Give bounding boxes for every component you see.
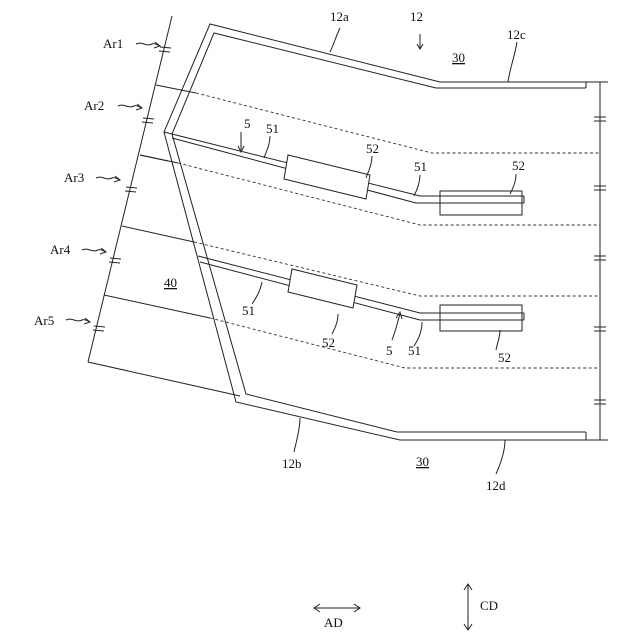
label-12d: 12d	[486, 478, 506, 493]
left-boundary	[88, 16, 172, 362]
label-51-lower-a: 51	[242, 303, 255, 318]
label-30-top: 30	[452, 50, 465, 65]
label-12a: 12a	[330, 9, 349, 24]
label-52-upper-a: 52	[366, 141, 379, 156]
label-52-lower-a: 52	[322, 335, 335, 350]
label-12: 12	[410, 9, 423, 24]
label-ar4: Ar4	[50, 242, 71, 257]
label-ar5: Ar5	[34, 313, 54, 328]
lower-pad-52-b	[440, 305, 522, 331]
label-cd: CD	[480, 598, 498, 613]
label-ar2: Ar2	[84, 98, 104, 113]
cd-direction-arrow	[464, 584, 472, 630]
label-51-lower-b: 51	[408, 343, 421, 358]
label-52-upper-b: 52	[512, 158, 525, 173]
housing-12	[164, 24, 586, 440]
break-marks-left	[93, 47, 171, 331]
label-12c: 12c	[507, 27, 526, 42]
label-5-lower: 5	[386, 343, 393, 358]
label-51-upper-b: 51	[414, 159, 427, 174]
label-12b: 12b	[282, 456, 302, 471]
label-30-bottom: 30	[416, 454, 429, 469]
lower-member-5	[198, 256, 524, 331]
right-boundary	[586, 82, 608, 440]
upper-pad-52-a	[284, 155, 370, 199]
label-ar3: Ar3	[64, 170, 84, 185]
label-40: 40	[164, 275, 177, 290]
label-ar1: Ar1	[103, 36, 123, 51]
label-ad: AD	[324, 615, 343, 630]
label-51-upper-a: 51	[266, 121, 279, 136]
ad-direction-arrow	[314, 604, 360, 612]
label-5-upper: 5	[244, 116, 251, 131]
label-52-lower-b: 52	[498, 350, 511, 365]
lower-pad-52-a	[288, 269, 357, 308]
leader-lines	[252, 28, 517, 474]
